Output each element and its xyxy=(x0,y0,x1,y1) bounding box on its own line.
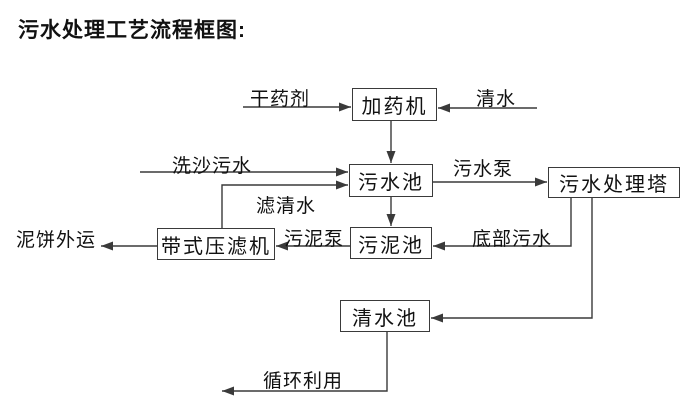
node-label: 带式压滤机 xyxy=(161,235,271,258)
node-dosing-machine: 加药机 xyxy=(352,88,437,121)
edge-label-clear-water: 清水 xyxy=(476,89,517,110)
edge-label-recycling: 循环利用 xyxy=(263,371,344,392)
diagram-title: 污水处理工艺流程框图: xyxy=(18,19,246,42)
edge-clear-water-pool-to-recycle xyxy=(222,332,388,396)
edge-tower-to-clear-water-pool xyxy=(431,198,593,323)
edge-label-sewage-pump: 污水泵 xyxy=(453,159,514,180)
node-label: 清水池 xyxy=(352,307,418,330)
node-belt-filter-press: 带式压滤机 xyxy=(157,228,275,260)
node-label: 污水池 xyxy=(358,172,424,194)
node-clear-water-pool: 清水池 xyxy=(340,300,430,332)
node-sewage-pool: 污水池 xyxy=(349,164,433,197)
edge-tower-to-sludge-pool xyxy=(433,198,572,251)
node-label: 污水处理塔 xyxy=(559,174,669,196)
node-sewage-treatment-tower: 污水处理塔 xyxy=(548,167,680,198)
edge-label-dry-agent: 干药剂 xyxy=(250,89,311,110)
edge-label-filtered-clear-water: 滤清水 xyxy=(256,196,317,217)
node-sludge-pool: 污泥池 xyxy=(350,227,432,259)
edge-label-bottom-sewage: 底部污水 xyxy=(472,229,553,250)
edge-label-sand-washing-sewage: 洗沙污水 xyxy=(172,156,253,177)
node-label: 加药机 xyxy=(361,96,428,118)
node-label: 污泥池 xyxy=(358,234,424,257)
edge-label-sludge-pump: 污泥泵 xyxy=(284,229,345,250)
edge-filtered-water-to-sewage-pool xyxy=(221,180,348,228)
edge-label-mud-cake-outbound: 泥饼外运 xyxy=(16,230,97,251)
